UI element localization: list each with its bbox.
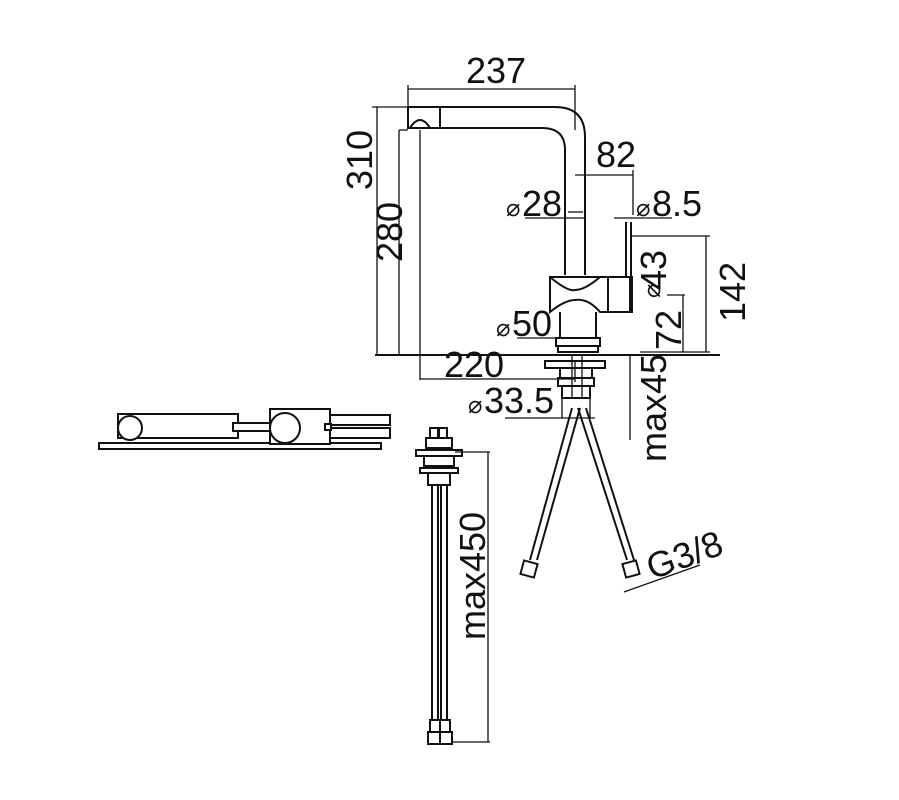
hose-nut-left bbox=[519, 559, 539, 579]
dim-shank-diameter: 33.5 bbox=[484, 380, 554, 421]
top-plan-view bbox=[98, 408, 391, 450]
spout-outer-line bbox=[408, 106, 586, 275]
dim-spout-height: 280 bbox=[369, 202, 410, 262]
hose-left bbox=[529, 407, 573, 561]
diameter-symbol: ⌀ bbox=[639, 284, 666, 298]
diameter-symbol: ⌀ bbox=[496, 315, 510, 342]
spout-tip bbox=[407, 107, 433, 129]
hose-nut-1 bbox=[427, 731, 441, 745]
lever-top-lower bbox=[329, 427, 391, 439]
lever-top-upper bbox=[329, 414, 391, 426]
body-notch bbox=[549, 276, 601, 292]
dim-lever-diameter: 8.5 bbox=[652, 183, 702, 224]
lever-housing bbox=[607, 276, 633, 313]
hose-nut-right bbox=[621, 559, 641, 579]
dim-spout-diameter: 28 bbox=[522, 183, 562, 224]
dim-spout-drop: 82 bbox=[596, 134, 636, 175]
hose-assembly-view: max450 bbox=[415, 427, 493, 745]
spout-inner-line bbox=[433, 127, 566, 275]
dim-spout-reach: 237 bbox=[466, 50, 526, 91]
dim-lever-height: 43 bbox=[633, 250, 674, 290]
dim-body-height: 142 bbox=[712, 262, 753, 322]
dim-max-deck-thickness: max45 bbox=[633, 354, 674, 462]
front-elevation-view bbox=[375, 106, 720, 579]
dimension-lines: 237 310 280 82 ⌀ 28 ⌀ 8.5 43 ⌀ 142 72 bbox=[339, 50, 753, 593]
dim-base-diameter: 50 bbox=[512, 303, 552, 344]
diameter-symbol: ⌀ bbox=[506, 195, 520, 222]
dim-hose-thread: G3/8 bbox=[641, 522, 728, 587]
diameter-symbol: ⌀ bbox=[468, 392, 482, 419]
dim-hose-length: max450 bbox=[452, 512, 493, 640]
hose-nut-2 bbox=[439, 731, 453, 745]
dim-base-to-spout: 220 bbox=[444, 344, 504, 385]
deck-plate bbox=[98, 442, 382, 450]
aerator-circle bbox=[117, 415, 143, 441]
base-column bbox=[559, 312, 597, 339]
body-circle bbox=[269, 412, 301, 444]
dim-total-height: 310 bbox=[339, 130, 380, 190]
dim-base-height: 72 bbox=[648, 310, 689, 350]
aerator-icon bbox=[409, 119, 431, 129]
faucet-body bbox=[549, 276, 631, 315]
diameter-symbol: ⌀ bbox=[636, 195, 650, 222]
hose-right bbox=[577, 407, 628, 561]
